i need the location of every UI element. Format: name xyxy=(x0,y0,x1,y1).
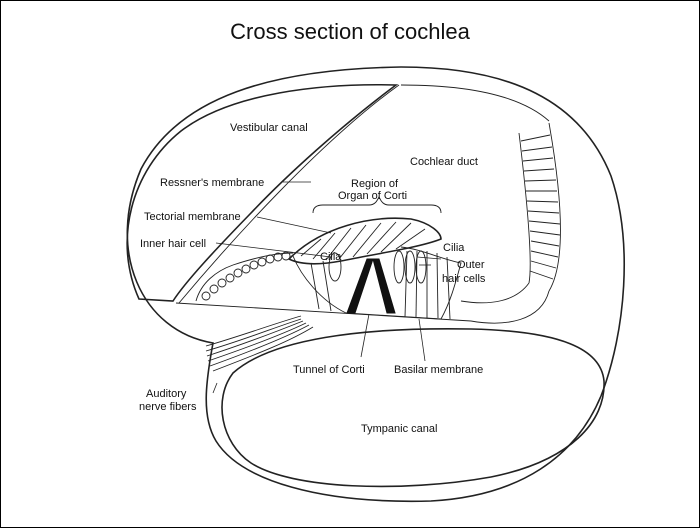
organ-of-corti-body xyxy=(293,247,461,319)
cochlea-outer-wall xyxy=(127,67,624,501)
tunnel-of-corti-pillars xyxy=(347,259,395,313)
spiral-ligament xyxy=(461,283,529,303)
label-organ-of-corti: Organ of Corti xyxy=(338,190,407,202)
label-outer-line1: Outer xyxy=(457,259,485,271)
label-tympanic-canal: Tympanic canal xyxy=(361,423,437,435)
label-tunnel-of-corti: Tunnel of Corti xyxy=(293,364,365,376)
spiral-ligament-lower xyxy=(471,291,549,323)
label-cochlear-duct: Cochlear duct xyxy=(410,156,478,168)
cochlear-duct-outline xyxy=(401,85,549,121)
spiral-limbus-cells xyxy=(196,252,293,301)
label-outer-line2: hair cells xyxy=(442,273,486,285)
stria-vascularis xyxy=(519,123,560,291)
label-region-of: Region of xyxy=(351,178,399,190)
label-ressners-membrane: Ressner's membrane xyxy=(160,177,264,189)
label-vestibular-canal: Vestibular canal xyxy=(230,122,308,134)
outer-hair-cells xyxy=(394,251,426,283)
tympanic-canal-outline xyxy=(222,329,604,487)
label-tectorial-membrane: Tectorial membrane xyxy=(144,211,241,223)
label-auditory: Auditory xyxy=(146,388,187,400)
label-cilia-outer: Cilia xyxy=(443,242,465,254)
label-cilia-inner: Cilia xyxy=(320,251,342,263)
label-inner-hair-cell: Inner hair cell xyxy=(140,238,206,250)
label-basilar-membrane: Basilar membrane xyxy=(394,364,483,376)
label-nerve-fibers: nerve fibers xyxy=(139,401,197,413)
